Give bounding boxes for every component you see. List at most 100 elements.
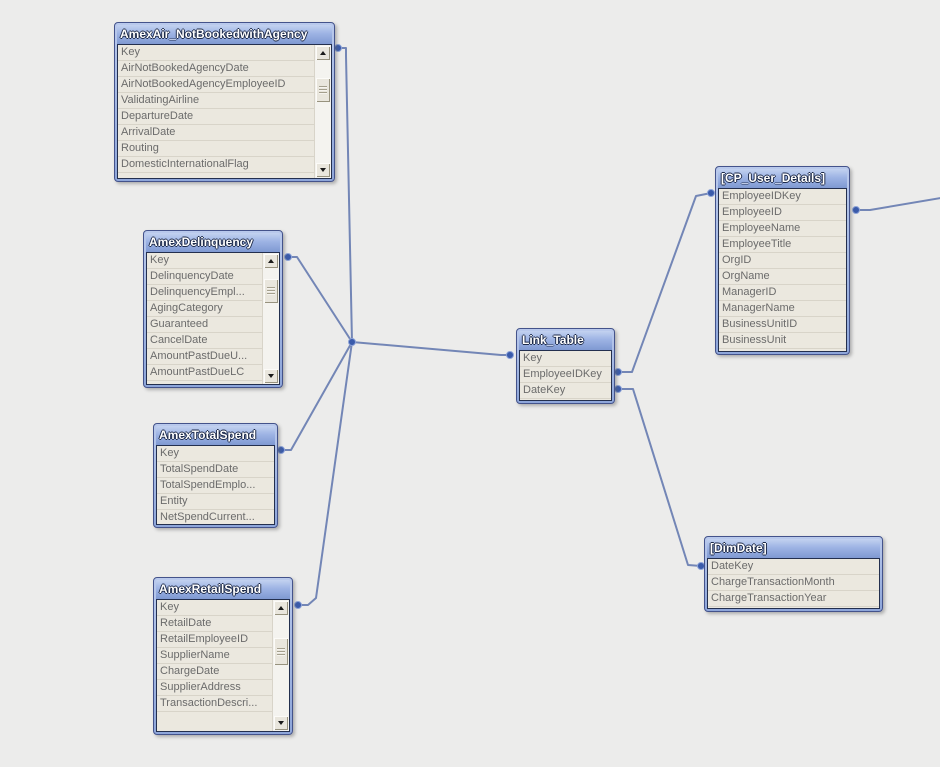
field-row[interactable]: DepartureDate <box>118 109 315 125</box>
relationship-line <box>288 256 353 343</box>
vertical-scrollbar[interactable] <box>272 600 289 731</box>
connector-dot <box>506 351 514 359</box>
table-title[interactable]: Link_Table <box>519 331 612 350</box>
table-title[interactable]: AmexRetailSpend <box>156 580 290 599</box>
arrow-down-icon <box>278 721 284 725</box>
scroll-down-button[interactable] <box>264 369 278 383</box>
arrow-down-icon <box>268 374 274 378</box>
field-row[interactable]: Key <box>147 253 263 269</box>
field-row[interactable]: EmployeeTitle <box>719 237 846 253</box>
field-row[interactable]: BusinessUnit <box>719 333 846 349</box>
field-row[interactable]: Key <box>157 446 274 462</box>
field-row[interactable]: Key <box>520 351 611 367</box>
field-row[interactable]: OrgName <box>719 269 846 285</box>
field-row[interactable]: ChargeTransactionMonth <box>708 575 879 591</box>
scrollbar-thumb[interactable] <box>316 78 330 102</box>
field-row[interactable]: DomesticInternationalFlag <box>118 157 315 173</box>
field-row[interactable]: TotalSpendDate <box>157 462 274 478</box>
scroll-down-button[interactable] <box>316 163 330 177</box>
field-row[interactable]: ManagerID <box>719 285 846 301</box>
field-row[interactable]: RetailDate <box>157 616 273 632</box>
field-row[interactable]: TotalSpendEmplo... <box>157 478 274 494</box>
connector-dot <box>348 338 356 346</box>
scroll-down-button[interactable] <box>274 716 288 730</box>
field-row[interactable]: AgingCategory <box>147 301 263 317</box>
table-title[interactable]: AmexTotalSpend <box>156 426 275 445</box>
field-row[interactable]: NetSpendCurrent... <box>157 510 274 524</box>
thumb-grip-icon <box>267 287 275 295</box>
field-row[interactable]: DateKey <box>708 559 879 575</box>
field-row[interactable]: ChargeDate <box>157 664 273 680</box>
field-row[interactable]: Routing <box>118 141 315 157</box>
field-row[interactable]: AmountPastDueU... <box>147 349 263 365</box>
vertical-scrollbar[interactable] <box>262 253 279 384</box>
table-title[interactable]: AmexDelinquency <box>146 233 280 252</box>
field-row[interactable]: BusinessUnitID <box>719 317 846 333</box>
field-row[interactable]: OrgID <box>719 253 846 269</box>
scroll-up-button[interactable] <box>316 46 330 60</box>
field-row[interactable]: EmployeeIDKey <box>719 189 846 205</box>
relationship-line <box>351 341 510 356</box>
field-row[interactable]: AirNotBookedAgencyEmployeeID <box>118 77 315 93</box>
connector-dot <box>277 446 285 454</box>
arrow-down-icon <box>320 168 326 172</box>
scroll-up-button[interactable] <box>264 254 278 268</box>
connector-dot <box>852 206 860 214</box>
field-row[interactable]: EmployeeName <box>719 221 846 237</box>
vertical-scrollbar[interactable] <box>314 45 331 178</box>
table-title[interactable]: [CP_User_Details] <box>718 169 847 188</box>
field-row[interactable]: Guaranteed <box>147 317 263 333</box>
field-row[interactable]: ChargeTransactionYear <box>708 591 879 607</box>
field-row[interactable]: DateKey <box>520 383 611 399</box>
relationship-line <box>298 341 353 606</box>
field-row[interactable]: Key <box>157 600 273 616</box>
field-row[interactable]: AirNotBookedAgencyDate <box>118 61 315 77</box>
field-row[interactable]: ArrivalDate <box>118 125 315 141</box>
field-row[interactable]: CancelDate <box>147 333 263 349</box>
scrollbar-thumb[interactable] <box>274 638 288 665</box>
field-row[interactable]: EmployeeID <box>719 205 846 221</box>
table-title[interactable]: AmexAir_NotBookedwithAgency <box>117 25 332 44</box>
connector-dot <box>707 189 715 197</box>
connector-dot <box>614 368 622 376</box>
relationship-line <box>281 341 353 451</box>
field-row[interactable]: DelinquencyEmpl... <box>147 285 263 301</box>
connector-dot <box>284 253 292 261</box>
field-row[interactable]: RetailEmployeeID <box>157 632 273 648</box>
relationship-line <box>618 388 702 567</box>
field-row[interactable]: EmployeeIDKey <box>520 367 611 383</box>
field-row[interactable]: SupplierAddress <box>157 680 273 696</box>
field-row[interactable]: ManagerName <box>719 301 846 317</box>
field-row[interactable]: TransactionDescri... <box>157 696 273 712</box>
field-row[interactable]: Entity <box>157 494 274 510</box>
scroll-up-button[interactable] <box>274 601 288 615</box>
field-row[interactable]: Key <box>118 45 315 61</box>
arrow-up-icon <box>268 259 274 263</box>
table-title[interactable]: [DimDate] <box>707 539 880 558</box>
field-row[interactable]: SupplierName <box>157 648 273 664</box>
field-row[interactable]: ValidatingAirline <box>118 93 315 109</box>
connector-dot <box>294 601 302 609</box>
thumb-grip-icon <box>319 86 327 94</box>
field-row[interactable]: DelinquencyDate <box>147 269 263 285</box>
field-row[interactable]: AmountPastDueLC <box>147 365 263 381</box>
scrollbar-thumb[interactable] <box>264 279 278 303</box>
arrow-up-icon <box>278 606 284 610</box>
